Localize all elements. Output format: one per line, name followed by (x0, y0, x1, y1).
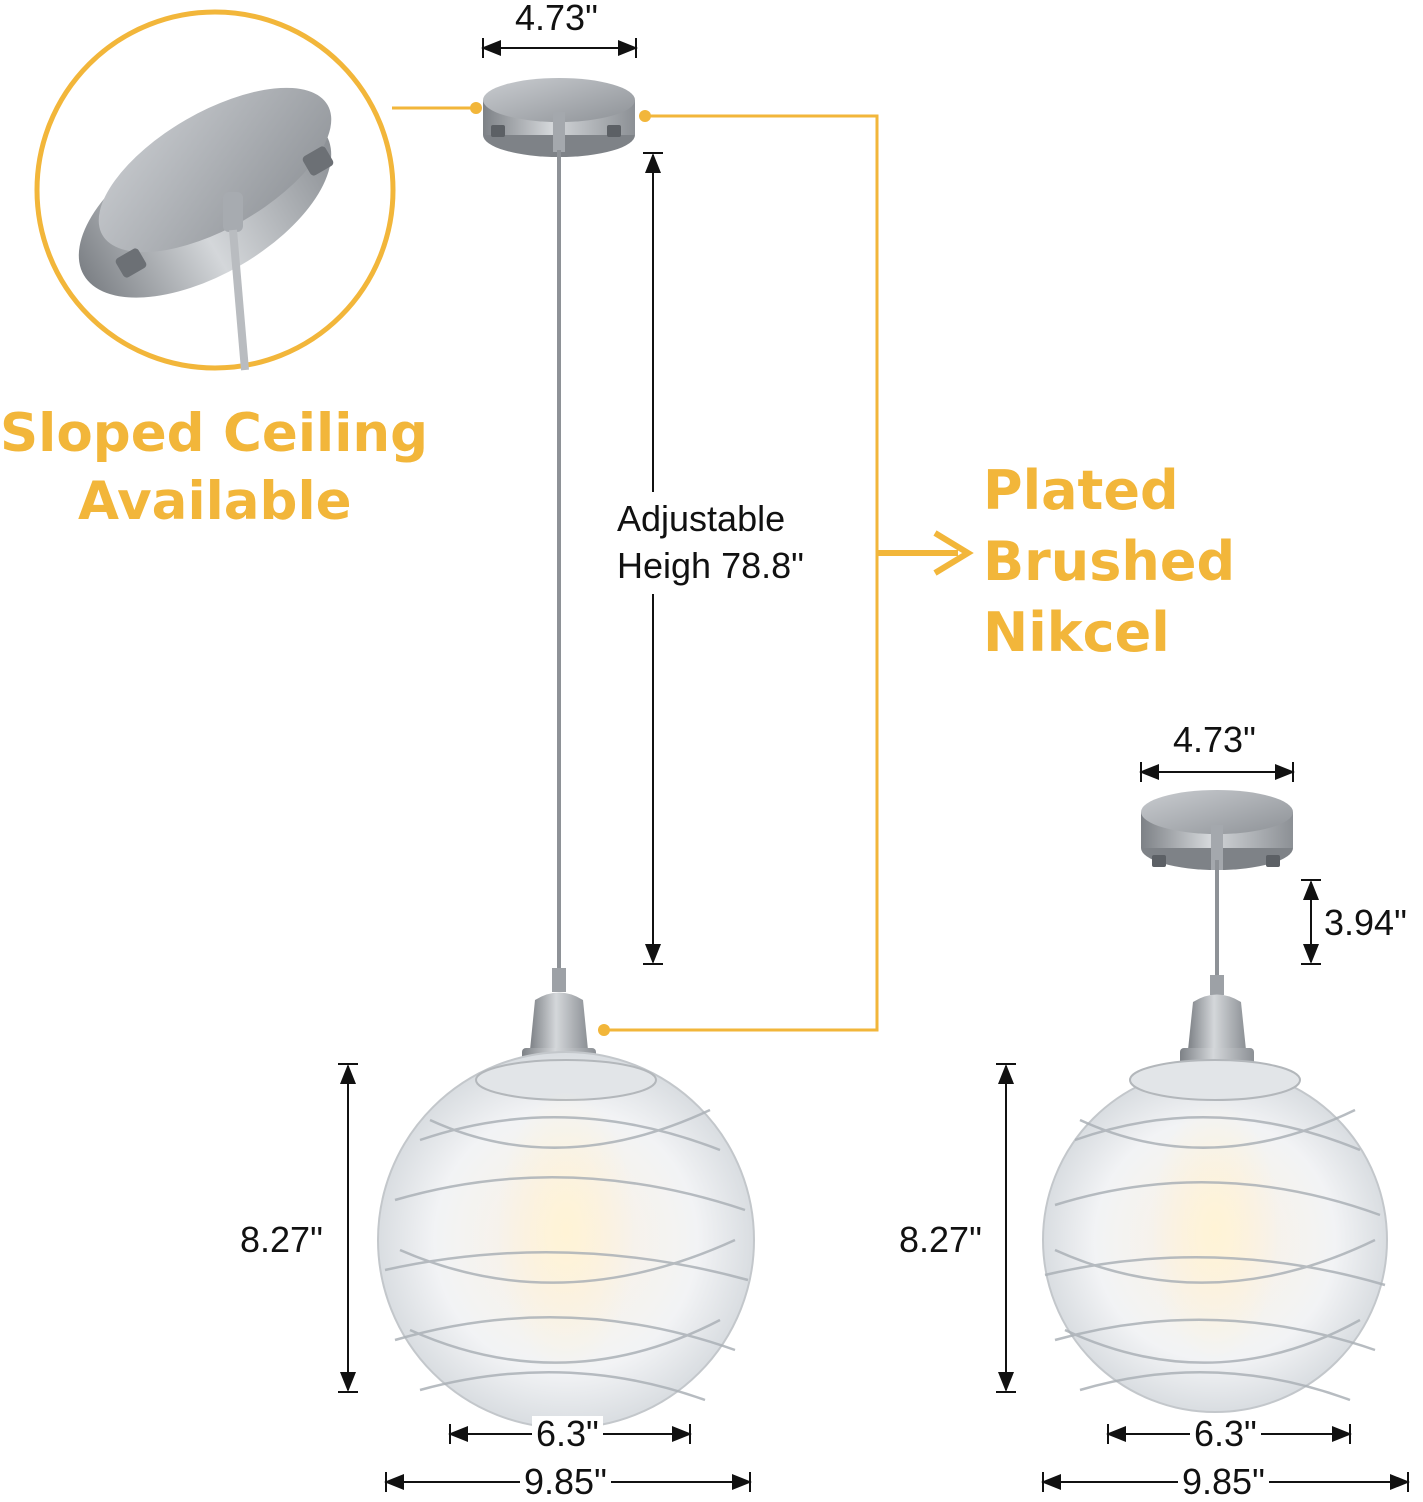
sloped-ceiling-callout: Sloped Ceiling (0, 398, 428, 470)
leader-dot (598, 1024, 610, 1036)
sloped-callout-line1: Sloped Ceiling (0, 403, 429, 464)
canopy-zoom-inset (34, 9, 396, 371)
left-shade-height-label: 8.27" (240, 1219, 323, 1260)
finish-callout-line1: Plated (983, 459, 1179, 522)
sloped-callout-line2: Available (78, 471, 352, 532)
adjustable-height-line1: Adjustable (617, 498, 786, 539)
finish-callout-bracket (608, 110, 974, 1032)
right-canopy-width-label: 4.73" (1169, 722, 1260, 758)
leader-dot (470, 102, 482, 114)
finish-callout-line2: Brushed (983, 530, 1236, 593)
right-rod-length-label: 3.94" (1324, 902, 1407, 943)
left-opening-width-label: 6.3" (532, 1416, 603, 1452)
sloped-ceiling-callout-2: Available (78, 466, 352, 538)
left-pendant (377, 78, 755, 1429)
left-canopy-width-label: 4.73" (511, 0, 602, 36)
left-shade-width-label: 9.85" (520, 1464, 611, 1500)
right-opening-width-label: 6.3" (1190, 1416, 1261, 1452)
finish-callout-line3: Nikcel (983, 601, 1170, 664)
finish-callout: Plated Brushed Nikcel (983, 455, 1235, 668)
adjustable-height-line2: Heigh 78.8" (617, 544, 804, 586)
right-shade-width-label: 9.85" (1178, 1464, 1269, 1500)
right-pendant (1042, 790, 1388, 1413)
adjustable-height-label: Adjustable Heigh 78.8" (617, 492, 804, 594)
right-shade-height-label: 8.27" (899, 1219, 982, 1260)
